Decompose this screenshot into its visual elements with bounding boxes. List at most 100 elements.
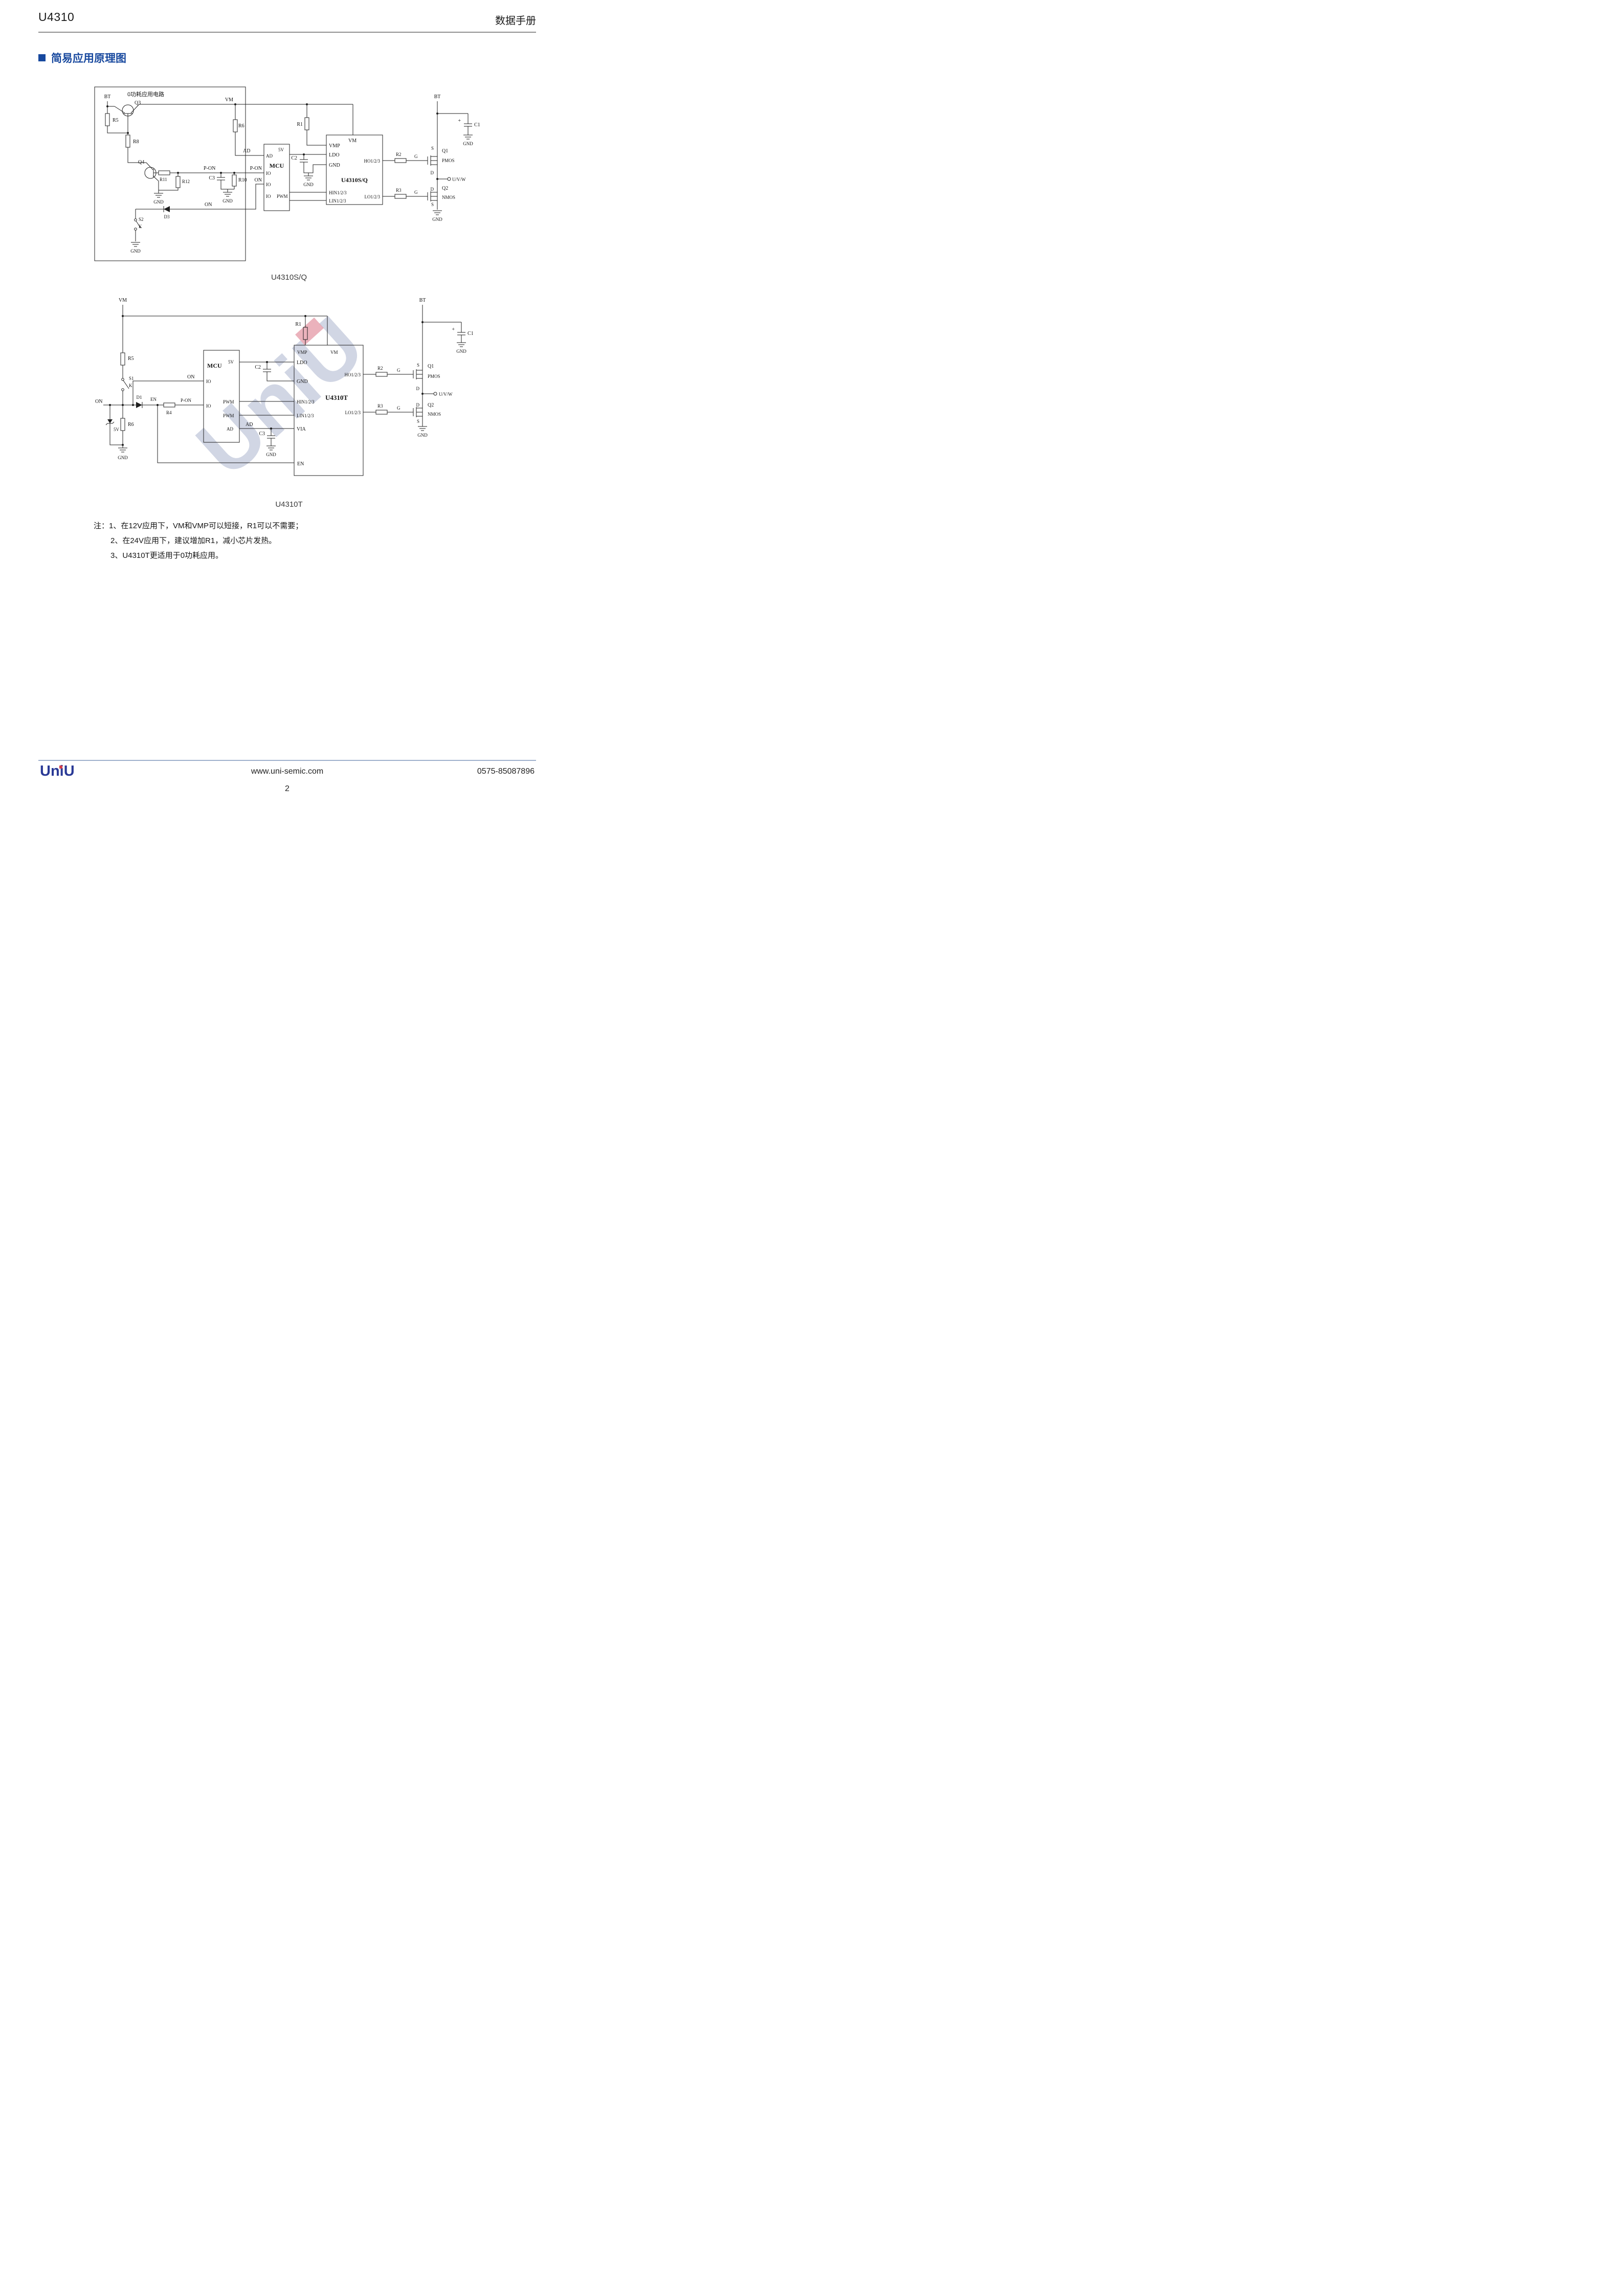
net-label-d: D bbox=[431, 187, 434, 192]
net-label-g: G bbox=[414, 154, 418, 159]
note-line-3: 3、U4310T更适用于0功耗应用。 bbox=[110, 551, 224, 560]
section-bullet-icon bbox=[38, 54, 46, 61]
diagram2-wires bbox=[103, 305, 462, 463]
pin-label-vmp: VMP bbox=[297, 350, 307, 355]
gnd-label: GND bbox=[417, 433, 428, 438]
part-label-r1: R1 bbox=[297, 122, 303, 127]
schematic-u4310t: VM R5 S1 K ON D1 EN R4 P-ON 5V R6 GND ON… bbox=[95, 298, 474, 509]
switch-s1 bbox=[121, 378, 124, 381]
part-label-r8: R8 bbox=[133, 139, 139, 145]
pin-label-gnd: GND bbox=[297, 379, 308, 385]
diagram1-caption: U4310S/Q bbox=[271, 273, 307, 282]
pin-label-vm: VM bbox=[348, 138, 357, 144]
pin-label-io: IO bbox=[266, 182, 271, 187]
net-label-s: S bbox=[431, 202, 434, 207]
footer-website: www.uni-semic.com bbox=[251, 767, 324, 776]
pin-label-via: VIA bbox=[297, 426, 306, 432]
mcu-name: MCU bbox=[270, 162, 284, 169]
chip-name: U4310S/Q bbox=[341, 176, 368, 184]
part-label-d3: D3 bbox=[164, 214, 170, 219]
net-label-s: S bbox=[417, 363, 419, 368]
part-label-r11: R11 bbox=[160, 177, 167, 182]
gnd-label: GND bbox=[456, 349, 466, 354]
part-label-q3: Q3 bbox=[135, 100, 141, 106]
footer-divider bbox=[38, 760, 536, 761]
junction-dots bbox=[106, 103, 438, 180]
pin-label-lin: LIN1/2/3 bbox=[297, 413, 314, 418]
header-divider bbox=[38, 32, 536, 33]
footer-phone: 0575-85087896 bbox=[477, 767, 535, 776]
part-label-q2: Q2 bbox=[428, 402, 434, 408]
zener-label-5v: 5V bbox=[114, 427, 120, 432]
diagram1-labels: 0功耗应用电路 BT Q3 R5 R8 Q4 R11 R12 P-ON C3 R… bbox=[104, 91, 480, 282]
capacitor-plates bbox=[263, 332, 465, 439]
pin-label-5v: 5V bbox=[278, 147, 284, 152]
part-label-c3: C3 bbox=[209, 175, 215, 181]
gnd-label: GND bbox=[118, 455, 128, 460]
output-terminal bbox=[447, 177, 451, 181]
resistor-r2 bbox=[375, 372, 388, 377]
part-label-nmos: NMOS bbox=[442, 195, 455, 200]
section-title: 简易应用原理图 bbox=[51, 52, 126, 64]
diode-d3 bbox=[164, 206, 170, 212]
pin-label-io: IO bbox=[266, 171, 271, 176]
part-label-nmos: NMOS bbox=[428, 412, 441, 417]
net-label-d: D bbox=[416, 402, 420, 408]
chip-box bbox=[326, 134, 383, 205]
part-label-r12: R12 bbox=[182, 179, 190, 184]
part-label-r3: R3 bbox=[377, 403, 383, 409]
pin-label-vmp: VMP bbox=[329, 143, 340, 149]
pin-label-pwm: PWM bbox=[223, 399, 234, 404]
polarity-label: + bbox=[452, 327, 455, 332]
mcu-box bbox=[263, 144, 290, 211]
pin-label-ho: HO1/2/3 bbox=[345, 372, 361, 377]
uniu-logo: UniU bbox=[40, 763, 75, 780]
part-label-q1: Q1 bbox=[442, 148, 448, 154]
pin-label-ldo: LDO bbox=[297, 360, 307, 366]
part-label-r4: R4 bbox=[166, 410, 172, 415]
logo-dot-icon bbox=[59, 766, 62, 769]
net-label-bt: BT bbox=[434, 94, 441, 100]
resistor-r8 bbox=[125, 134, 130, 148]
pin-label-lo: LO1/2/3 bbox=[365, 194, 381, 199]
resistor-r4 bbox=[163, 402, 175, 408]
schematic-u4310sq: 0功耗应用电路 BT Q3 R5 R8 Q4 R11 R12 P-ON C3 R… bbox=[94, 86, 480, 282]
pin-label-ldo: LDO bbox=[329, 152, 340, 158]
transistor-q3 bbox=[122, 104, 134, 117]
gnd-label: GND bbox=[130, 249, 141, 254]
capacitor-plates bbox=[217, 123, 472, 181]
net-label-g: G bbox=[397, 368, 401, 373]
switch-s2 bbox=[134, 218, 137, 221]
gnd-label: GND bbox=[223, 198, 233, 204]
part-label-s2: S2 bbox=[139, 217, 144, 222]
part-label-r5: R5 bbox=[113, 118, 119, 123]
part-label-r6: R6 bbox=[238, 123, 244, 129]
part-label-c2: C2 bbox=[291, 155, 297, 161]
part-label-q4: Q4 bbox=[138, 160, 144, 165]
notes-block: 注：1、在12V应用下，VM和VMP可以短接，R1可以不需要； 2、在24V应用… bbox=[94, 519, 303, 563]
pin-label-io: IO bbox=[266, 194, 271, 199]
part-label-r6: R6 bbox=[128, 422, 134, 427]
part-label-pmos: PMOS bbox=[428, 374, 440, 379]
doc-type-label: 数据手册 bbox=[495, 15, 536, 27]
net-label-uvw: U/V/W bbox=[452, 177, 466, 182]
net-label-en: EN bbox=[150, 397, 157, 402]
net-label-bt: BT bbox=[419, 298, 426, 303]
resistor-r10 bbox=[232, 174, 237, 187]
logo-text: UniU bbox=[40, 763, 75, 779]
resistor-r3 bbox=[375, 410, 388, 415]
resistor-r12 bbox=[175, 176, 181, 188]
net-label-g: G bbox=[414, 190, 418, 195]
output-terminal bbox=[433, 392, 437, 396]
part-label-k: K bbox=[139, 224, 142, 229]
pin-label-5v: 5V bbox=[228, 359, 234, 365]
note-prefix: 注： bbox=[94, 522, 109, 530]
pin-label-hin: HIN1/2/3 bbox=[297, 399, 315, 404]
part-label-pmos: PMOS bbox=[442, 158, 455, 163]
diagram1-wires bbox=[107, 101, 469, 241]
pin-label-ad: AD bbox=[227, 426, 233, 432]
pin-label-hin: HIN1/2/3 bbox=[329, 190, 347, 195]
resistor-r6 bbox=[233, 119, 238, 132]
chip-box bbox=[294, 345, 364, 476]
chip-name: U4310T bbox=[325, 394, 348, 401]
